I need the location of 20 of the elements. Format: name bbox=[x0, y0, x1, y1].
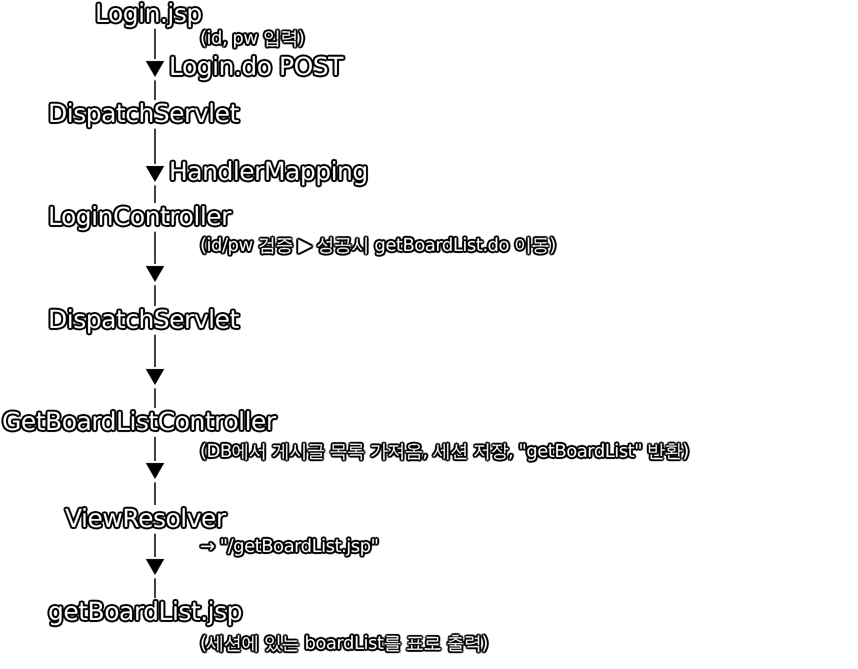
down-arrow bbox=[143, 436, 167, 505]
down-arrow bbox=[143, 28, 167, 100]
down-arrow bbox=[143, 534, 167, 598]
down-arrow bbox=[143, 232, 167, 306]
step-label: getBoardList.jsp bbox=[48, 598, 242, 627]
step-label: DispatchServlet bbox=[48, 100, 239, 129]
step-label: Login.jsp bbox=[95, 0, 202, 29]
step-note: (id/pw 검증 ▶ 성공시 getBoardList.do 이동) bbox=[200, 236, 556, 257]
step-note: (id, pw 입력) bbox=[200, 29, 304, 50]
step-note: (세션에 있는 boardList를 표로 출력) bbox=[200, 634, 488, 655]
step-label: LoginController bbox=[48, 203, 231, 232]
step-note: (DB에서 게시글 목록 가져옴, 세션 저장, "getBoardList" 반환) bbox=[200, 442, 689, 463]
edge-label: HandlerMapping bbox=[169, 158, 368, 187]
step-label: DispatchServlet bbox=[48, 306, 239, 335]
step-label: ViewResolver bbox=[65, 505, 226, 534]
down-arrow bbox=[143, 128, 167, 203]
down-arrow bbox=[143, 334, 167, 408]
step-note: → "/getBoardList.jsp" bbox=[200, 537, 378, 558]
edge-label: Login.do POST bbox=[169, 53, 343, 82]
step-label: GetBoardListController bbox=[2, 408, 276, 437]
